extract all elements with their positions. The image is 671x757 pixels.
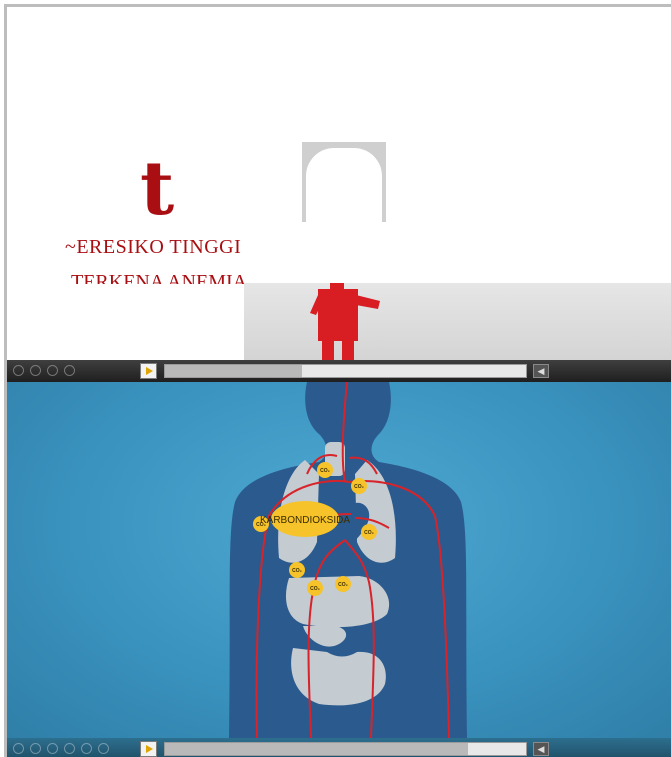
pen-icon[interactable] <box>47 743 58 754</box>
volume-icon-bottom[interactable]: ◀ <box>533 742 549 756</box>
svg-text:CO₂: CO₂ <box>292 568 302 574</box>
player-controls-top: ◀ <box>7 360 671 382</box>
player-toolbar-icons <box>13 365 75 376</box>
slide-white-panel <box>7 285 244 363</box>
slide-line-2: TERKENA ANEMIA <box>71 272 247 284</box>
anatomy-diagram: CO₂ CO₂ CO₂ CO₂ CO₂ CO₂ CO₂ KARBONDIOKSI… <box>7 382 671 738</box>
next-icon[interactable] <box>30 365 41 376</box>
svg-text:CO₂: CO₂ <box>338 582 348 588</box>
decorative-letter: t <box>140 152 174 226</box>
presentation-slide: t ~ERESIKO TINGGI TERKENA ANEMIA <box>7 7 671 382</box>
menu-icon[interactable] <box>64 365 75 376</box>
seek-progress <box>165 365 302 377</box>
svg-text:KARBONDIOKSIDA: KARBONDIOKSIDA <box>260 515 350 526</box>
play-button-bottom[interactable] <box>140 741 157 757</box>
prev-icon[interactable] <box>13 365 24 376</box>
screenshot-icon[interactable] <box>64 743 75 754</box>
play-button[interactable] <box>140 363 157 379</box>
seek-bar-bottom[interactable] <box>164 742 527 756</box>
pen-icon[interactable] <box>47 365 58 376</box>
face-silhouette <box>306 148 382 222</box>
svg-text:CO₂: CO₂ <box>320 468 330 474</box>
svg-text:CO₂: CO₂ <box>354 484 364 490</box>
zoom-icon[interactable] <box>81 743 92 754</box>
slide-line-1: ~ERESIKO TINGGI <box>65 236 241 259</box>
video-frame: CO₂ CO₂ CO₂ CO₂ CO₂ CO₂ CO₂ KARBONDIOKSI… <box>7 382 671 738</box>
prev-icon[interactable] <box>13 743 24 754</box>
person-photo <box>302 142 386 222</box>
more-icon[interactable] <box>98 743 109 754</box>
seek-progress-bottom <box>165 743 468 755</box>
volume-icon[interactable]: ◀ <box>533 364 549 378</box>
player-toolbar-icons-bottom <box>13 743 109 754</box>
seek-bar[interactable] <box>164 364 527 378</box>
svg-text:CO₂: CO₂ <box>310 586 320 592</box>
screenshot-frame: t ~ERESIKO TINGGI TERKENA ANEMIA <box>4 4 671 757</box>
svg-text:CO₂: CO₂ <box>364 530 374 536</box>
player-controls-bottom: ◀ <box>7 738 671 757</box>
next-icon[interactable] <box>30 743 41 754</box>
